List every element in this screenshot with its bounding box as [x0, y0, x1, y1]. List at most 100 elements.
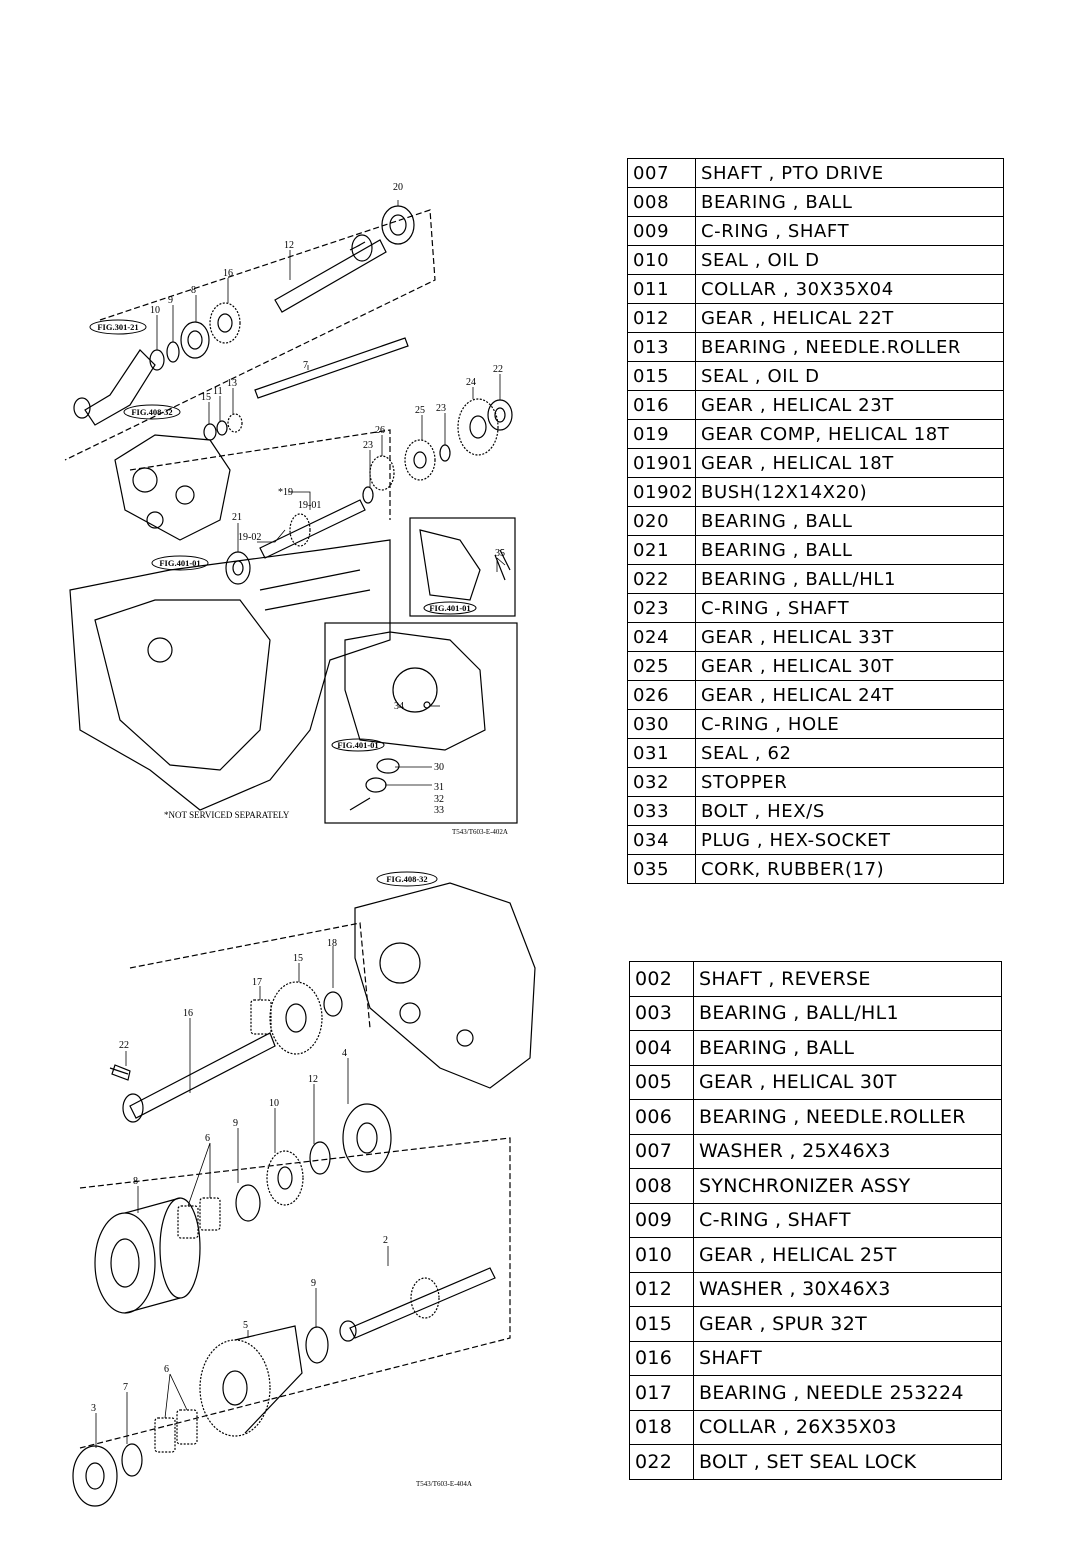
callout-5: 5 [243, 1320, 248, 1331]
ref-fig-408-32: FIG.408-32 [131, 407, 172, 417]
part-description: SHAFT , PTO DRIVE [695, 158, 1004, 188]
part-description: SEAL , OIL D [695, 361, 1004, 391]
part-description: BEARING , BALL [695, 535, 1004, 565]
part-description: SYNCHRONIZER ASSY [693, 1168, 1002, 1204]
callout-12: 12 [308, 1074, 318, 1085]
callout-8: 8 [133, 1176, 138, 1187]
callout-22: 22 [493, 364, 503, 375]
part-description: WASHER , 30X46X3 [693, 1271, 1002, 1307]
part-code: 005 [629, 1064, 694, 1100]
part-code: 034 [627, 825, 696, 855]
exploded-diagram-reverse-shaft: 18 15 17 16 22 4 12 10 9 6 8 2 9 5 6 7 3… [70, 868, 540, 1513]
ref-fig-401-01-inset-b: FIG.401-01 [337, 740, 378, 750]
exploded-diagram-pto-drive: 20 12 16 8 9 10 7 22 24 15 11 13 23 25 2… [60, 170, 520, 840]
part-code: 015 [629, 1306, 694, 1342]
part-description: STOPPER [695, 767, 1004, 797]
ref-fig-408-32: FIG.408-32 [386, 874, 427, 884]
callout-6a: 6 [205, 1133, 210, 1144]
not-serviced-note: *NOT SERVICED SEPARATELY [164, 810, 290, 820]
part-description: GEAR COMP, HELICAL 18T [695, 419, 1004, 449]
part-code: 031 [627, 738, 696, 768]
callout-19: *19 [278, 487, 293, 498]
part-description: C-RING , SHAFT [693, 1202, 1002, 1238]
part-code: 009 [629, 1202, 694, 1238]
ref-fig-301-21: FIG.301-21 [97, 322, 138, 332]
part-description: GEAR , HELICAL 24T [695, 680, 1004, 710]
callout-20: 20 [393, 182, 403, 193]
part-code: 016 [627, 390, 696, 420]
callout-32: 32 [434, 794, 444, 805]
exploded-diagram-bottom-svg: 18 15 17 16 22 4 12 10 9 6 8 2 9 5 6 7 3… [72, 871, 536, 1507]
callout-19-02: 19-02 [238, 532, 261, 543]
part-code: 030 [627, 709, 696, 739]
part-description: WASHER , 25X46X3 [693, 1133, 1002, 1169]
part-description: CORK, RUBBER(17) [695, 854, 1004, 884]
part-description: GEAR , HELICAL 18T [695, 448, 1004, 478]
ref-fig-401-01-main: FIG.401-01 [159, 558, 200, 568]
part-code: 025 [627, 651, 696, 681]
part-code: 009 [627, 216, 696, 246]
callout-11: 11 [213, 386, 223, 397]
part-description: GEAR , HELICAL 23T [695, 390, 1004, 420]
part-code: 002 [629, 961, 694, 997]
part-description: GEAR , HELICAL 25T [693, 1237, 1002, 1273]
callout-7: 7 [123, 1382, 128, 1393]
callout-13: 13 [227, 378, 237, 389]
part-code: 022 [627, 564, 696, 594]
callout-9: 9 [168, 295, 173, 306]
part-description: BEARING , BALL/HL1 [695, 564, 1004, 594]
part-description: BEARING , NEEDLE.ROLLER [695, 332, 1004, 362]
part-code: 013 [627, 332, 696, 362]
part-code: 022 [629, 1444, 694, 1480]
drawing-number-top: T543/T603-E-402A [452, 828, 508, 836]
callout-15: 15 [201, 392, 211, 403]
callout-30: 30 [434, 762, 444, 773]
callout-23a: 23 [436, 403, 446, 414]
part-description: GEAR , HELICAL 30T [693, 1064, 1002, 1100]
callout-15: 15 [293, 953, 303, 964]
callout-35: 35 [495, 548, 505, 559]
part-code: 026 [627, 680, 696, 710]
callout-10: 10 [150, 305, 160, 316]
part-code: 033 [627, 796, 696, 826]
part-description: GEAR , HELICAL 30T [695, 651, 1004, 681]
callout-25: 25 [415, 405, 425, 416]
part-code: 004 [629, 1030, 694, 1066]
callout-33: 33 [434, 805, 444, 816]
callout-16: 16 [183, 1008, 193, 1019]
part-code: 015 [627, 361, 696, 391]
part-description: BEARING , BALL [695, 506, 1004, 536]
callout-3: 3 [91, 1403, 96, 1414]
part-code: 035 [627, 854, 696, 884]
callout-26: 26 [375, 425, 385, 436]
exploded-diagram-top-svg: 20 12 16 8 9 10 7 22 24 15 11 13 23 25 2… [64, 182, 518, 836]
part-description: BOLT , SET SEAL LOCK [693, 1444, 1002, 1480]
part-code: 010 [629, 1237, 694, 1273]
drawing-number-bottom: T543/T603-E-404A [416, 1480, 472, 1488]
callout-22: 22 [119, 1040, 129, 1051]
callout-12: 12 [284, 240, 294, 251]
